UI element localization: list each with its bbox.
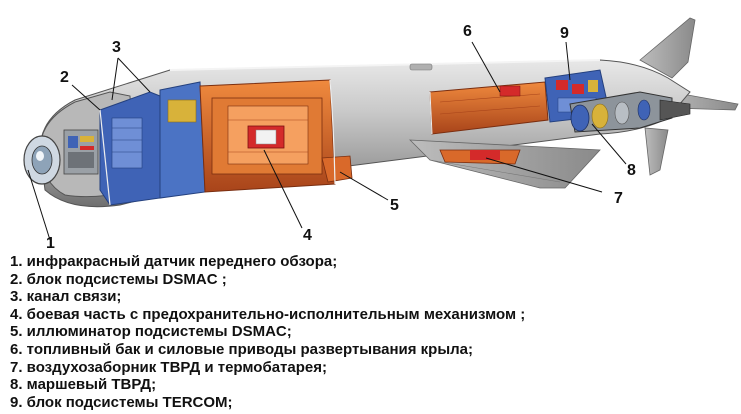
- leader-lines: [27, 41, 627, 241]
- callout-9: 9: [560, 25, 569, 42]
- legend-item-comm-channel: 3. канал связи;: [10, 288, 122, 306]
- legend-item-turbofan: 8. маршевый ТВРД;: [10, 376, 157, 394]
- legend-item-air-intake: 7. воздухозаборник ТВРД и термобатарея;: [10, 358, 327, 376]
- legend-list: 1. инфракрасный датчик переднего обзора;…: [10, 253, 525, 411]
- legend-item-fuel-tank: 6. топливный бак и силовые приводы разве…: [10, 340, 474, 358]
- tail-fin-lower: [644, 127, 669, 176]
- tail-fin-upper: [639, 17, 696, 79]
- legend-item-dsmac-block: 2. блок подсистемы DSMAC ;: [10, 270, 227, 288]
- callout-8: 8: [627, 162, 636, 179]
- legend-item-warhead: 4. боевая часть с предохранительно-испол…: [10, 305, 526, 323]
- dsmac-window: [321, 155, 353, 183]
- callout-4: 4: [303, 227, 312, 244]
- comm-channel: [159, 81, 206, 199]
- legend-item-ir-sensor: 1. инфракрасный датчик переднего обзора;: [10, 253, 338, 270]
- callout-7: 7: [614, 190, 623, 207]
- legend-item-dsmac-window: 5. иллюминатор подсистемы DSMAC;: [10, 323, 292, 341]
- callout-6: 6: [463, 23, 472, 40]
- callout-2: 2: [60, 69, 69, 86]
- callout-1: 1: [46, 235, 55, 252]
- callout-5: 5: [390, 197, 399, 214]
- callout-3: 3: [112, 39, 121, 56]
- legend-item-tercom: 9. блок подсистемы TERCOM;: [10, 393, 233, 411]
- dorsal-hatch: [409, 63, 433, 71]
